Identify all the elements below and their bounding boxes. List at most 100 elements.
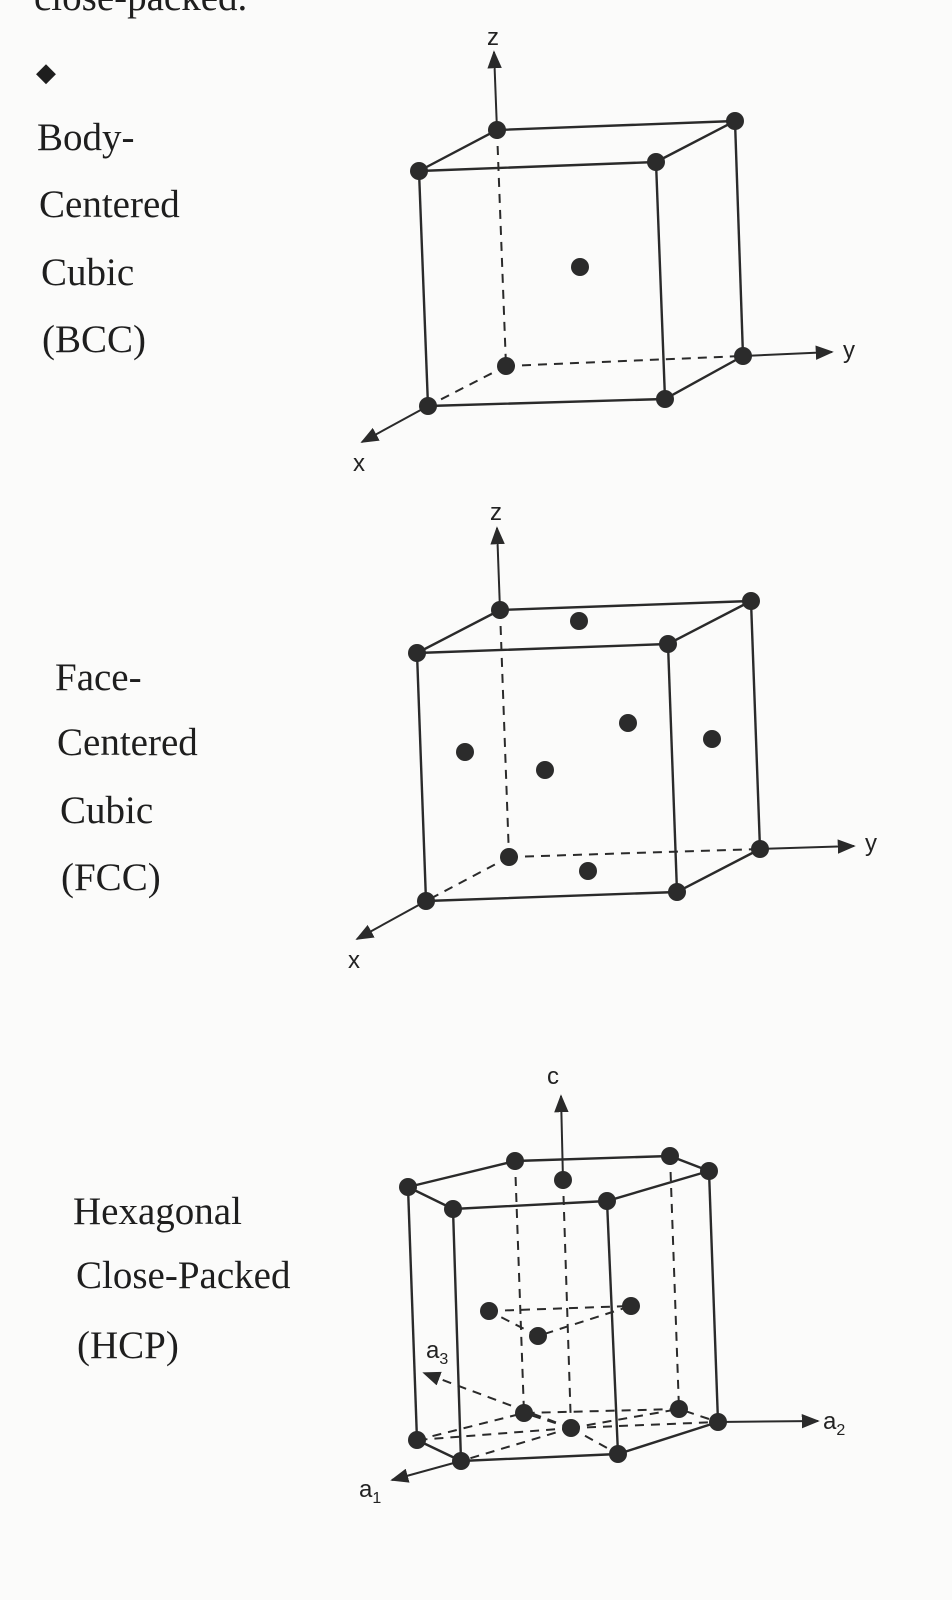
hcp-bottom-atom: [670, 1400, 688, 1418]
hcp-hidden-base-edges: [416, 1407, 719, 1441]
fcc-y-axis: [759, 839, 856, 854]
hcp-label-line-1: Hexagonal: [73, 1190, 242, 1233]
bcc-corner-atom: [497, 357, 515, 375]
hcp-base-diagonal: [570, 1408, 680, 1429]
fcc-hidden-edge: [499, 609, 510, 858]
bcc-x-label: x: [353, 450, 365, 477]
bcc-vertical-edge: [733, 120, 745, 357]
hcp-bottom-atom: [452, 1452, 470, 1470]
hcp-base-diagonal: [416, 1427, 572, 1441]
fcc-z-axis: [490, 526, 505, 611]
fcc-corner-atom: [500, 848, 518, 866]
hcp-top-atom: [399, 1178, 417, 1196]
hcp-hidden-edge: [514, 1160, 525, 1414]
fcc-vertical-edge: [415, 652, 428, 902]
fcc-vertical-edge: [666, 643, 679, 893]
hcp-bottom-front-edges: [416, 1420, 719, 1463]
bcc-hidden-edge: [496, 129, 507, 367]
bcc-corner-atom: [726, 112, 744, 130]
fcc-vertical-edge: [749, 600, 762, 850]
hcp-top-atom: [661, 1147, 679, 1165]
bcc-hidden-edge: [505, 355, 744, 367]
bcc-corner-atom: [419, 397, 437, 415]
hcp-bottom-atom: [609, 1445, 627, 1463]
hcp-bottom-atom: [709, 1413, 727, 1431]
bcc-y-axis: [742, 345, 834, 360]
fcc-face-center-atom: [579, 862, 597, 880]
hcp-vertical-edge: [605, 1200, 620, 1455]
hcp-vertical-edge: [707, 1170, 720, 1423]
bcc-vertical-edge: [654, 161, 667, 400]
bcc-label-line-4: (BCC): [42, 318, 147, 361]
fcc-corner-atom: [742, 592, 760, 610]
hcp-top-atom: [444, 1200, 462, 1218]
bcc-body-center-atom: [571, 258, 589, 276]
hcp-a3-axis: [422, 1371, 572, 1429]
hcp-a3-label: a3: [426, 1337, 448, 1368]
hcp-mid-layer-atom: [622, 1297, 640, 1315]
hcp-c-label: c: [547, 1063, 559, 1090]
fcc-z-label: z: [490, 499, 502, 526]
bcc-z-axis: [487, 50, 502, 131]
bcc-top-face: [418, 119, 736, 173]
hcp-vertical-edge: [406, 1186, 419, 1441]
bcc-vertical-edge: [417, 170, 430, 407]
fcc-face-center-atom: [570, 612, 588, 630]
hcp-a1-axis: [390, 1460, 462, 1483]
bcc-label-line-1: Body-: [37, 116, 135, 159]
hcp-label-line-2: Close-Packed: [76, 1254, 291, 1297]
hcp-vertical-edge: [451, 1208, 463, 1462]
fcc-corner-atom: [408, 644, 426, 662]
bcc-corner-atom: [488, 121, 506, 139]
bcc-label-line-3: Cubic: [41, 251, 135, 294]
fcc-face-center-atom: [456, 743, 474, 761]
hcp-bottom-center-atom: [562, 1419, 580, 1437]
hcp-top-atom: [700, 1162, 718, 1180]
hcp-a2-axis: [717, 1413, 820, 1429]
fcc-label-line-1: Face-: [55, 656, 142, 699]
bcc-corner-atom: [734, 347, 752, 365]
hcp-top-center-atom: [554, 1171, 572, 1189]
fcc-corner-atom: [668, 883, 686, 901]
fcc-face-center-atom: [619, 714, 637, 732]
bcc-y-label: y: [843, 337, 855, 364]
hcp-top-atom: [506, 1152, 524, 1170]
bcc-corner-atom: [647, 153, 665, 171]
fcc-face-center-atom: [536, 761, 554, 779]
cropped-text-fragment: close-packed.: [34, 0, 247, 17]
fcc-face-center-atom: [703, 730, 721, 748]
bcc-x-axis: [360, 405, 429, 443]
hcp-mid-layer-triangle: [485, 1305, 632, 1338]
bcc-corner-atom: [656, 390, 674, 408]
fcc-corner-atom: [659, 635, 677, 653]
bcc-unit-cell: z y x: [353, 24, 855, 477]
fcc-corner-atom: [751, 840, 769, 858]
hcp-mid-layer-atom: [529, 1327, 547, 1345]
bcc-corner-atom: [410, 162, 428, 180]
fcc-corner-atom: [491, 601, 509, 619]
bullet-diamond-icon: ◆: [36, 58, 56, 87]
hcp-hidden-center-line: [562, 1179, 572, 1429]
hcp-a1-label: a1: [359, 1476, 381, 1507]
bcc-label-line-2: Centered: [39, 183, 180, 226]
hcp-mid-layer-atom: [480, 1302, 498, 1320]
hcp-a2-label: a2: [823, 1408, 845, 1439]
hcp-hidden-edge: [669, 1155, 680, 1410]
fcc-label-line-3: Cubic: [60, 789, 154, 832]
fcc-hidden-edge: [425, 856, 510, 902]
fcc-x-label: x: [348, 947, 360, 974]
bcc-hidden-edge: [427, 365, 507, 407]
bcc-z-label: z: [487, 24, 499, 51]
hcp-base-diagonal: [460, 1427, 572, 1462]
hcp-unit-cell: c a2 a1 a3: [359, 1063, 845, 1507]
fcc-y-label: y: [865, 830, 877, 857]
hcp-top-atom: [598, 1192, 616, 1210]
fcc-hidden-edge: [508, 848, 761, 858]
hcp-label-line-3: (HCP): [77, 1324, 179, 1367]
fcc-label-line-4: (FCC): [61, 856, 161, 899]
fcc-unit-cell: z y x: [348, 499, 877, 974]
hcp-base-diagonal: [570, 1421, 719, 1429]
fcc-x-axis: [355, 900, 427, 940]
